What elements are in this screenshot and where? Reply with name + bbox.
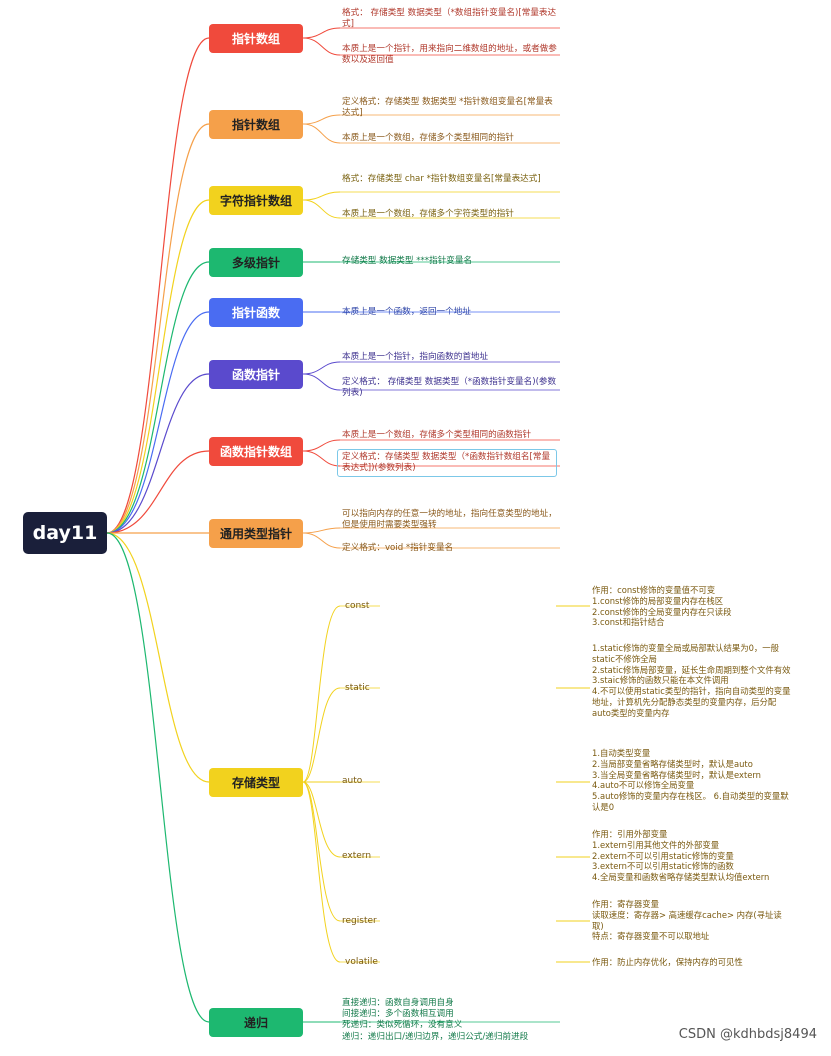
node-generic-pointer[interactable]: 通用类型指针 [209,519,303,548]
sub-extern[interactable]: extern [342,851,372,861]
link-storage-sub-4 [302,781,341,922]
link-storage-sub-0 [302,605,341,783]
sub-const[interactable]: const [345,601,370,611]
sub-static[interactable]: static [345,683,370,693]
link-branch-2-leaf-0 [302,191,341,201]
link-branch-5-leaf-1 [302,373,341,391]
link-root-branch-6 [106,450,210,534]
link-branch-1-leaf-1 [302,123,341,144]
link-branch-1-leaf-0 [302,114,341,125]
link-root-branch-3 [106,261,210,534]
link-branch-6-leaf-0 [302,439,341,452]
leaf-pointer-array-essence: 本质上是一个数组，存储多个类型相同的指针 [342,133,514,143]
link-storage-sub-3 [302,781,341,858]
node-recursion[interactable]: 递归 [209,1008,303,1037]
desc-auto: 1.自动类型变量 2.当局部变量省略存储类型时，默认是auto 3.当全局变量省… [592,748,789,812]
leaf-char-pointer-array-format: 格式：存储类型 char *指针数组变量名[常量表达式] [342,174,541,184]
desc-register: 作用：寄存器变量 读取速度：寄存器> 高速缓存cache> 内存(寻址读取) 特… [592,899,782,942]
node-pointer-array[interactable]: 指针数组 [209,110,303,139]
link-storage-sub-1 [302,687,341,783]
link-branch-0-leaf-0 [302,27,341,39]
leaf-function-pointer-format: 定义格式： 存储类型 数据类型（*函数指针变量名)(参数列表) [342,377,557,399]
leaf-generic-pointer-essence: 可以指向内存的任意一块的地址，指向任意类型的地址，但是使用时需要类型强转 [342,509,557,531]
desc-const: 作用：const修饰的变量值不可变 1.const修饰的局部变量内存在栈区 2.… [592,585,732,628]
link-branch-6-leaf-1 [302,450,341,467]
desc-static: 1.static修饰的变量全局或局部默认结果为0，一般static不修饰全局 2… [592,643,791,718]
leaf-pointer-array-format: 定义格式：存储类型 数据类型 *指针数组变量名[常量表达式] [342,97,553,119]
node-storage-class[interactable]: 存储类型 [209,768,303,797]
leaf-pointer-function-essence: 本质上是一个函数，返回一个地址 [342,307,471,317]
desc-volatile: 作用：防止内存优化，保持内存的可见性 [592,957,743,967]
leaf-recursion-types: 直接递归：函数自身调用自身 间接递归：多个函数相互调用 死递归：类似死循环，没有… [342,998,529,1042]
sub-auto[interactable]: auto [342,776,363,786]
link-root-branch-4 [106,311,210,534]
desc-extern: 作用：引用外部变量 1.extern引用其他文件的外部变量 2.extern不可… [592,829,770,883]
node-char-pointer-array[interactable]: 字符指针数组 [209,186,303,215]
link-root-branch-0 [106,37,210,534]
link-branch-5-leaf-0 [302,361,341,375]
node-multilevel-pointer[interactable]: 多级指针 [209,248,303,277]
leaf-function-pointer-array-format[interactable]: 定义格式：存储类型 数据类型（*函数指针数组名[常量表达式])(参数列表) [337,449,557,478]
leaf-function-pointer-array-essence: 本质上是一个数组，存储多个类型相同的函数指针 [342,430,532,440]
link-root-branch-2 [106,199,210,534]
root-node[interactable]: day11 [23,512,107,554]
node-function-pointer[interactable]: 函数指针 [209,360,303,389]
node-pointer-function[interactable]: 指针函数 [209,298,303,327]
sub-register[interactable]: register [342,916,377,926]
leaf-multilevel-pointer-format: 存储类型 数据类型 ***指针变量名 [342,256,473,266]
link-storage-sub-5 [302,781,341,963]
link-root-branch-5 [106,373,210,534]
link-root-branch-8 [106,532,210,783]
watermark: CSDN @kdhbdsj8494 [678,1027,817,1042]
leaf-function-pointer-essence: 本质上是一个指针，指向函数的首地址 [342,352,489,362]
sub-volatile[interactable]: volatile [345,957,378,967]
node-function-pointer-array[interactable]: 函数指针数组 [209,437,303,466]
link-branch-0-leaf-1 [302,37,341,56]
leaf-array-pointer-essence: 本质上是一个指针，用来指向二维数组的地址，或者做参数以及返回值 [342,44,557,66]
link-branch-2-leaf-1 [302,199,341,219]
link-branch-7-leaf-0 [302,527,341,534]
link-root-branch-1 [106,123,210,534]
node-array-pointer[interactable]: 指针数组 [209,24,303,53]
leaf-array-pointer-format: 格式： 存储类型 数据类型（*数组指针变量名)[常量表达式] [342,8,557,30]
leaf-generic-pointer-format: 定义格式：void *指针变量名 [342,543,454,553]
link-root-branch-9 [106,532,210,1023]
leaf-char-pointer-array-essence: 本质上是一个数组，存储多个字符类型的指针 [342,209,514,219]
link-branch-7-leaf-1 [302,532,341,549]
